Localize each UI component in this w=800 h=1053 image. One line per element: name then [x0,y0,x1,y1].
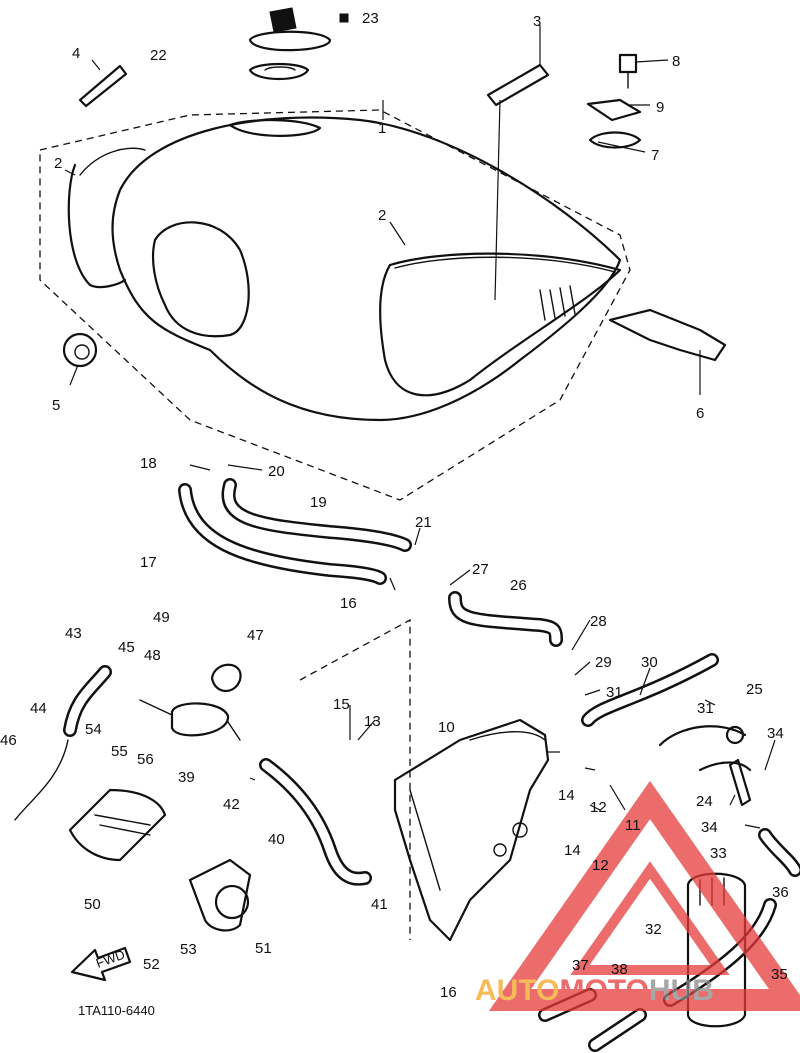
fwd-arrow-label: FWD [94,947,127,971]
watermark-auto: AUTO [475,974,559,1007]
callout-16b: 16 [440,984,457,1001]
fuel-tank [39,99,631,501]
callout-4: 4 [72,45,80,62]
callout-14b: 14 [564,842,581,859]
fuel-filter-and-pump [68,663,252,932]
callouts: 1 2 2 3 4 5 6 7 8 9 10 11 12 12 13 14 14… [0,10,789,1001]
callout-12a: 12 [590,799,607,816]
callout-47: 47 [247,627,264,644]
callout-55: 55 [111,743,128,760]
hoses [14,478,800,1052]
callout-18: 18 [140,455,157,472]
callout-51: 51 [255,940,272,957]
callout-43: 43 [65,625,82,642]
callout-50: 50 [84,896,101,913]
callout-22: 22 [150,47,167,64]
canister-bracket [658,725,752,807]
watermark-text: AUTOMOTOHUB [475,974,714,1007]
callout-37: 37 [572,957,589,974]
callout-31b: 31 [697,700,714,717]
callout-2b: 2 [378,207,386,224]
callout-19: 19 [310,494,327,511]
callout-45: 45 [118,639,135,656]
callout-41: 41 [371,896,388,913]
callout-24: 24 [696,793,713,810]
diagram-part-number: 1TA110-6440 [78,1003,155,1018]
callout-36: 36 [772,884,789,901]
watermark-hub: HUB [649,974,714,1007]
callout-32: 32 [645,921,662,938]
callout-46: 46 [0,732,17,749]
callout-11: 11 [625,817,641,834]
callout-15: 15 [333,696,350,713]
callout-38: 38 [611,961,628,978]
callout-28: 28 [590,613,607,630]
callout-40: 40 [268,831,285,848]
tank-small-parts [62,53,727,368]
watermark: AUTOMOTOHUB [475,780,800,1011]
callout-21: 21 [415,514,432,531]
callout-5: 5 [52,397,60,414]
callout-20: 20 [268,463,285,480]
callout-26: 26 [510,577,527,594]
callout-14a: 14 [558,787,575,804]
leader-lines [64,25,776,829]
callout-2a: 2 [54,155,62,172]
callout-1: 1 [378,120,386,137]
callout-56: 56 [137,751,154,768]
callout-13: 13 [364,713,381,730]
callout-23: 23 [362,10,379,27]
fuel-sub-tank [299,618,550,942]
callout-54: 54 [85,721,102,738]
callout-34a: 34 [767,725,784,742]
callout-25: 25 [746,681,763,698]
callout-9: 9 [656,99,664,116]
callout-10: 10 [438,719,455,736]
fuel-cap-assembly [248,7,349,80]
callout-44: 44 [30,700,47,717]
callout-16a: 16 [340,595,357,612]
callout-39: 39 [178,769,195,786]
callout-34b: 34 [701,819,718,836]
callout-49: 49 [153,609,170,626]
watermark-moto: MOTO [559,974,648,1007]
callout-48: 48 [144,647,161,664]
callout-35: 35 [771,966,788,983]
callout-30: 30 [641,654,658,671]
callout-33: 33 [710,845,727,862]
fwd-arrow: FWD [70,947,132,982]
callout-3: 3 [533,13,541,30]
callout-29: 29 [595,654,612,671]
callout-53: 53 [180,941,197,958]
callout-7: 7 [651,147,659,164]
callout-17: 17 [140,554,157,571]
callout-8: 8 [672,53,680,70]
callout-27: 27 [472,561,489,578]
callout-12b: 12 [592,857,609,874]
callout-42: 42 [223,796,240,813]
callout-6: 6 [696,405,704,422]
callout-52: 52 [143,956,160,973]
callout-31a: 31 [606,684,623,701]
